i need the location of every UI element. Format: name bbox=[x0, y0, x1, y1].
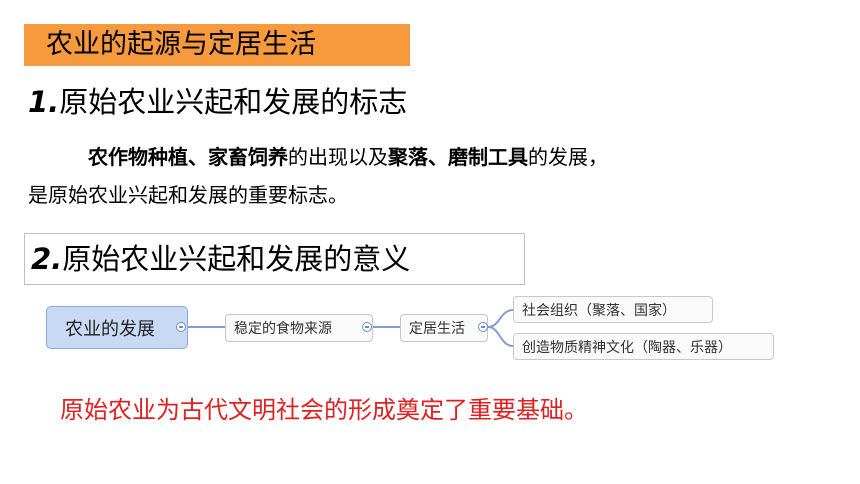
text-phrase-2: 的发展， bbox=[528, 145, 608, 169]
collapse-icon[interactable] bbox=[478, 322, 488, 332]
section2-heading: 2.原始农业兴起和发展的意义 bbox=[31, 234, 524, 284]
section1-paragraph-line1: 农作物种植、家畜饲养的出现以及聚落、磨制工具的发展， bbox=[88, 142, 608, 172]
mindmap-root-node[interactable]: 农业的发展 bbox=[46, 306, 188, 349]
section2-heading-text: 原始农业兴起和发展的意义 bbox=[62, 242, 411, 276]
mindmap-node-settled-life[interactable]: 定居生活 bbox=[400, 314, 488, 342]
text-phrase-1: 的出现以及 bbox=[288, 145, 388, 169]
mindmap-leaf-social-organization[interactable]: 社会组织（聚落、国家） bbox=[513, 296, 713, 323]
section1-heading: 1.原始农业兴起和发展的标志 bbox=[28, 82, 407, 122]
collapse-icon[interactable] bbox=[362, 322, 372, 332]
section2-number: 2. bbox=[31, 242, 63, 276]
bold-phrase-crops: 农作物种植、家畜饲养 bbox=[88, 145, 288, 169]
slide-title: 农业的起源与定居生活 bbox=[24, 24, 410, 66]
mindmap-leaf-culture[interactable]: 创造物质精神文化（陶器、乐器） bbox=[513, 333, 774, 360]
conclusion-text: 原始农业为古代文明社会的形成奠定了重要基础。 bbox=[60, 396, 588, 424]
bold-phrase-settlement: 聚落、磨制工具 bbox=[388, 145, 528, 169]
section1-number: 1. bbox=[28, 85, 60, 119]
section2-heading-box: 2.原始农业兴起和发展的意义 bbox=[24, 233, 525, 285]
section1-paragraph-line2: 是原始农业兴起和发展的重要标志。 bbox=[28, 183, 348, 207]
collapse-icon[interactable] bbox=[176, 322, 186, 332]
section1-heading-text: 原始农业兴起和发展的标志 bbox=[59, 85, 408, 119]
mindmap-node-food-source[interactable]: 稳定的食物来源 bbox=[225, 314, 373, 342]
